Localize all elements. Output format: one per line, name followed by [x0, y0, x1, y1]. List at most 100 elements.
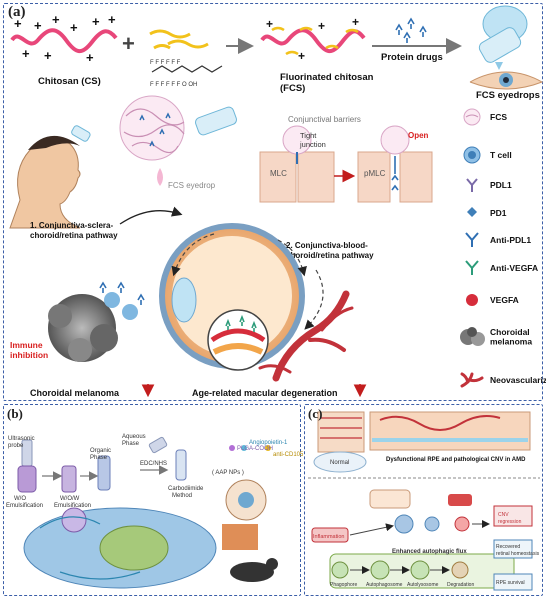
droplet-icon	[157, 168, 163, 186]
eyedrop-bottle-icon	[469, 5, 544, 90]
pathway1-arrow	[119, 206, 183, 225]
svg-text:+: +	[352, 15, 359, 29]
t-cell-icon	[463, 146, 481, 164]
svg-text:F F F F F F: F F F F F F	[150, 60, 181, 66]
svg-text:+: +	[318, 19, 325, 33]
chitosan-label: Chitosan (CS)	[38, 76, 101, 87]
svg-text:+: +	[52, 12, 60, 27]
carbodiimide-label: Carbodiimide	[168, 486, 204, 492]
immune-inhibition-line1: Immune	[10, 340, 43, 350]
svg-text:+: +	[70, 20, 78, 35]
wow-label: W/O/W	[60, 496, 80, 502]
fcs-label: Fluorinated chitosan(FCS)	[280, 72, 374, 94]
panel-a	[3, 3, 543, 401]
panel-c-pathway	[311, 489, 533, 591]
legend-label-4: Anti-PDL1	[490, 235, 531, 245]
fcs-icon	[463, 108, 481, 126]
vegfa-icon	[466, 294, 478, 306]
pathway2-line1: 2. Conjunctiva-blood-	[286, 241, 368, 250]
fcs-strand: + + + +	[260, 15, 366, 63]
eye-cross-section	[159, 223, 307, 371]
svg-text:+: +	[22, 46, 30, 61]
svg-text:+: +	[92, 14, 100, 29]
pmlc-label: pMLC	[364, 169, 386, 178]
pathway2-line2: choroid/retina pathway	[286, 251, 374, 260]
svg-text:+: +	[14, 16, 22, 31]
phagophore-label: Phagophore	[330, 582, 357, 588]
anti-pdl1-icon	[465, 232, 479, 247]
edc-label: EDC/NHS	[140, 461, 167, 467]
melanoma-outcome-label: Choroidal melanoma	[30, 388, 120, 398]
plus-sign: +	[122, 31, 135, 56]
pdl1-icon	[466, 178, 478, 192]
legend-label-3: PD1	[490, 208, 507, 218]
autolysosome-label: Autolysosome	[407, 582, 439, 588]
mlc-label: MLC	[270, 169, 287, 178]
wo-label-2: Emulsification	[6, 503, 43, 509]
eyedrop-bottle-small	[195, 106, 237, 136]
degradation-label: Degradation	[447, 582, 474, 588]
panel-b	[3, 404, 301, 596]
amd-outcome-label: Age-related macular degeneration	[192, 388, 338, 398]
fcs-eyedrops-label: FCS eyedrops	[476, 90, 540, 101]
legend-angiopoietin: Angiopoietin-1	[249, 440, 288, 446]
barrier-closed: MLC	[259, 125, 335, 203]
neovascularization-icon	[460, 372, 484, 388]
legend-label-2: PDL1	[490, 180, 512, 190]
aqueous-label-2: Phase	[122, 441, 140, 447]
inflammation-label: Inflammation	[313, 534, 345, 540]
panel-c	[304, 404, 543, 596]
svg-text:+: +	[108, 12, 116, 27]
svg-text:F F F F F F O OH: F F F F F F O OH	[150, 82, 197, 88]
tight-junction-label-2: junction	[299, 140, 326, 149]
wow-label-2: Emulsification	[54, 503, 91, 509]
protein-drugs-label: Protein drugs	[381, 52, 443, 63]
open-label: Open	[408, 131, 429, 140]
legend-label-6: VEGFA	[490, 295, 519, 305]
tumor-illustration	[48, 281, 145, 362]
legend-anti-cd105: anti-CD105	[273, 452, 304, 458]
svg-text:+: +	[298, 49, 305, 63]
wo-label: W/O	[14, 496, 26, 502]
panel-a-label: (a)	[8, 4, 26, 20]
legend-plga: PLGA-COOH	[237, 446, 273, 452]
melanoma-icon	[460, 327, 485, 346]
immune-inhibition-line2: inhibition	[10, 350, 48, 360]
patient-illustration	[9, 125, 91, 229]
fluorinated-chain: F F F F F F F F F F F F O OH	[149, 29, 223, 88]
legend-label-0: FCS	[490, 112, 507, 122]
carbodiimide-label-2: Method	[172, 493, 192, 499]
pathway2-arrow	[304, 269, 324, 330]
ultrasonic-probe-label-2: probe	[8, 443, 24, 449]
fcs-eyedrop-label: FCS eyedrop	[168, 181, 216, 190]
autophagic-flux-label: Enhanced autophagic flux	[392, 549, 467, 555]
pathway1-line2: choroid/retina pathway	[30, 231, 118, 240]
chitosan-strand: +++ +++ +++	[10, 12, 118, 65]
conjunctival-barriers-label: Conjunctival barriers	[288, 115, 361, 124]
panel-c-label: (c)	[308, 406, 323, 421]
organic-label-2: Phase	[90, 455, 108, 461]
panel-c-caption: Dysfunctional RPE and pathological CNV i…	[386, 457, 526, 463]
panel-b-synthesis	[17, 436, 271, 493]
legend-label-8: Neovascularization	[490, 375, 546, 385]
ultrasonic-probe-label: Ultrasonic	[8, 436, 35, 442]
panel-c-retina	[313, 411, 531, 473]
panel-b-cell-illustration	[23, 479, 278, 589]
recovered-label: Recovered	[496, 544, 520, 550]
rpe-survival-label: RPE survival	[496, 580, 525, 586]
svg-text:+: +	[34, 18, 42, 33]
cnv-regression-label: CNV	[498, 512, 509, 518]
recovered-label-2: retinal homeostasis	[496, 551, 540, 557]
protein-drugs-icon	[395, 17, 427, 43]
anti-vegfa-icon	[465, 260, 479, 275]
legend-label-5: Anti-VEGFA	[490, 263, 538, 273]
legend-label-1: T cell	[490, 150, 512, 160]
cnv-regression-label-2: regression	[498, 519, 522, 525]
svg-text:+: +	[266, 17, 273, 31]
svg-text:+: +	[44, 48, 52, 63]
barrier-open: pMLC	[357, 125, 433, 203]
